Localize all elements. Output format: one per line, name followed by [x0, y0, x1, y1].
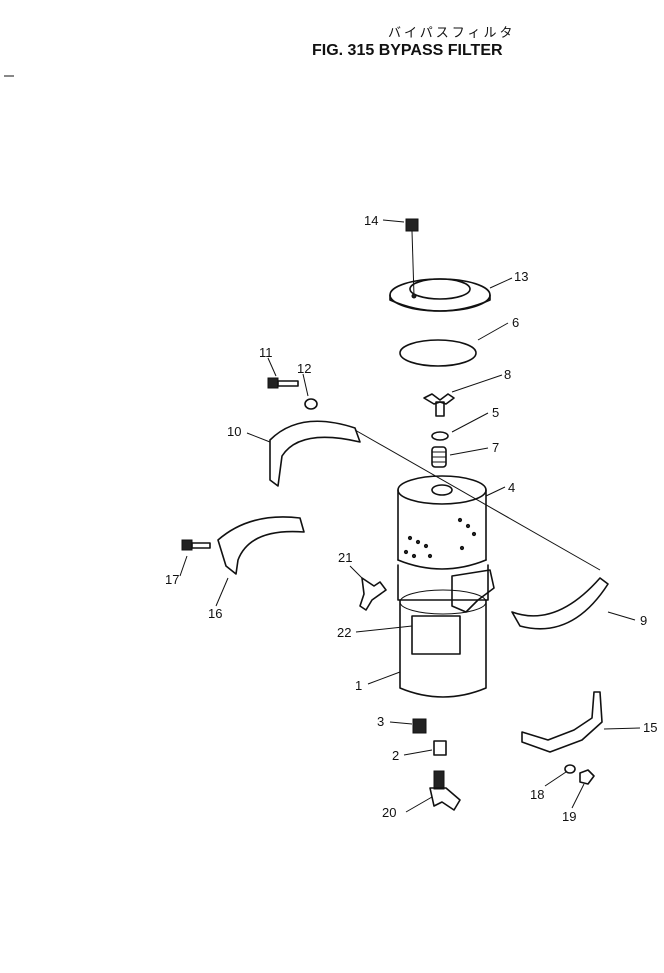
part-4-filter-element [397, 475, 487, 570]
callout-4: 4 [508, 480, 515, 495]
part-6-o-ring [399, 339, 477, 367]
callout-12: 12 [297, 361, 311, 376]
callout-19: 19 [562, 809, 576, 824]
part-10-clamp-band [269, 420, 361, 487]
callout-16: 16 [208, 606, 222, 621]
part-21-elbow [359, 577, 387, 611]
callout-11: 11 [259, 345, 273, 360]
part-2-connector [433, 740, 447, 756]
part-5-ring [431, 431, 449, 441]
figure-title: FIG. 315 BYPASS FILTER [312, 42, 503, 59]
part-14-vent-plug [405, 218, 419, 297]
part-13-cover [389, 278, 491, 312]
part-18-washer [564, 764, 576, 774]
callout-3: 3 [377, 714, 384, 729]
callout-14: 14 [364, 213, 378, 228]
part-19-nut [579, 769, 595, 785]
part-1-filter-housing [397, 564, 495, 698]
band-axis-line [354, 429, 601, 571]
callout-20: 20 [382, 805, 396, 820]
part-15-bracket [521, 691, 603, 753]
part-16-clamp-band [217, 516, 305, 575]
callout-2: 2 [392, 748, 399, 763]
callout-13: 13 [514, 269, 528, 284]
part-8-valve [423, 393, 455, 417]
callout-15: 15 [643, 720, 657, 735]
part-9-clamp-band [511, 577, 609, 630]
part-7-spring [431, 446, 447, 468]
callout-5: 5 [492, 405, 499, 420]
callout-6: 6 [512, 315, 519, 330]
callout-9: 9 [640, 613, 647, 628]
part-17-bolt [181, 539, 211, 551]
callout-1: 1 [355, 678, 362, 693]
callout-7: 7 [492, 440, 499, 455]
callout-8: 8 [504, 367, 511, 382]
callout-17: 17 [165, 572, 179, 587]
part-12-washer [304, 398, 318, 410]
callout-10: 10 [227, 424, 241, 439]
part-22-nameplate [411, 615, 461, 655]
callout-22: 22 [337, 625, 351, 640]
part-20-elbow [429, 770, 461, 811]
part-11-bolt [267, 377, 299, 389]
callout-18: 18 [530, 787, 544, 802]
callout-21: 21 [338, 550, 352, 565]
part-3-plug [412, 718, 427, 734]
figure-title-japanese: バイパスフィルタ [388, 26, 516, 41]
